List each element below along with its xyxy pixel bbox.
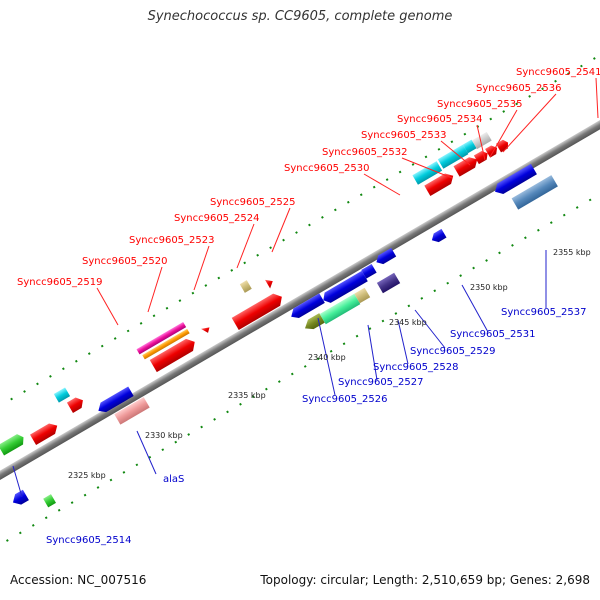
gene-label-leader [363, 173, 401, 196]
gene-label-forward[interactable]: Syncc9605_2520 [82, 256, 168, 267]
gene-arrow-forward[interactable] [485, 143, 500, 158]
gene-label-reverse[interactable]: Syncc9605_2529 [410, 346, 496, 357]
gene-arrow-forward[interactable] [30, 420, 60, 445]
gene-label-reverse[interactable]: Syncc9605_2528 [373, 362, 459, 373]
gene-arrow-reverse[interactable] [361, 263, 377, 279]
gene-arrow-reverse[interactable] [95, 386, 134, 416]
gene-label-reverse[interactable]: Syncc9605_2527 [338, 377, 424, 388]
gene-label-leader [414, 309, 446, 349]
gene-label-forward[interactable]: Syncc9605_2541 [516, 67, 600, 78]
gene-arrow-reverse[interactable] [376, 272, 401, 294]
gene-arrow-forward[interactable] [136, 321, 187, 355]
gene-label-leader [236, 223, 255, 269]
gene-label-forward[interactable]: Syncc9605_2535 [437, 99, 523, 110]
gene-arrow-forward[interactable] [239, 280, 252, 293]
gene-label-leader [317, 317, 336, 396]
gene-arrow-reverse[interactable] [511, 175, 558, 210]
kbp-tick-label: 2350 kbp [470, 283, 508, 292]
gene-label-forward[interactable]: Syncc9605_2519 [17, 277, 103, 288]
accession-text: Accession: NC_007516 [10, 573, 147, 587]
gene-label-forward[interactable]: Syncc9605_2525 [210, 197, 296, 208]
gene-arrow-forward[interactable] [53, 387, 71, 403]
gene-arrow-reverse[interactable] [320, 270, 368, 306]
map-title: Synechococcus sp. CC9605, complete genom… [147, 9, 453, 24]
kbp-tick-label: 2345 kbp [389, 318, 427, 327]
gene-label-reverse[interactable]: Syncc9605_2526 [302, 394, 388, 405]
kbp-tick-label: 2325 kbp [68, 471, 106, 480]
gene-label-forward[interactable]: Syncc9605_2536 [476, 83, 562, 94]
gene-label-reverse[interactable]: Syncc9605_2514 [46, 535, 132, 546]
gene-arrow-forward[interactable] [412, 161, 443, 185]
gene-arrow-reverse[interactable] [43, 494, 56, 508]
reverse-tick-track [0, 139, 600, 565]
gene-arrow-forward[interactable] [231, 291, 286, 330]
gene-arrow-reverse[interactable] [319, 293, 361, 325]
genome-summary-text: Topology: circular; Length: 2,510,659 bp… [260, 573, 590, 587]
gene-label-reverse[interactable]: Syncc9605_2531 [450, 329, 536, 340]
gene-arrow-reverse[interactable] [354, 287, 371, 304]
gene-label-reverse[interactable]: alaS [163, 474, 184, 485]
gene-label-leader [193, 245, 210, 291]
gene-label-forward[interactable]: Syncc9605_2533 [361, 130, 447, 141]
gene-label-leader [12, 465, 23, 498]
gene-label-leader [136, 430, 157, 475]
gene-arrow-forward[interactable] [201, 325, 211, 335]
gene-arrow-forward[interactable] [437, 144, 469, 169]
gene-label-leader [271, 207, 291, 253]
gene-label-leader [367, 324, 378, 381]
gene-label-leader [401, 157, 453, 179]
genome-backbone [0, 84, 600, 516]
gene-arrow-forward[interactable] [0, 432, 27, 456]
gene-arrow-forward[interactable] [265, 277, 275, 289]
gene-arrow-forward[interactable] [149, 336, 199, 373]
gene-arrow-forward[interactable] [462, 139, 477, 154]
gene-arrow-forward[interactable] [424, 171, 456, 197]
kbp-tick-label: 2335 kbp [228, 391, 266, 400]
kbp-tick-label: 2355 kbp [553, 248, 591, 257]
gene-arrow-reverse[interactable] [429, 228, 447, 245]
gene-label-leader [595, 77, 599, 119]
kbp-tick-label: 2340 kbp [308, 353, 346, 362]
gene-label-leader [461, 284, 489, 333]
gene-arrow-forward[interactable] [142, 328, 190, 360]
gene-label-leader [476, 124, 486, 161]
gene-label-leader [397, 319, 409, 365]
gene-label-forward[interactable]: Syncc9605_2532 [322, 147, 408, 158]
gene-arrow-forward[interactable] [453, 154, 481, 177]
gene-label-forward[interactable]: Syncc9605_2523 [129, 235, 215, 246]
gene-label-forward[interactable]: Syncc9605_2524 [174, 213, 260, 224]
gene-label-forward[interactable]: Syncc9605_2534 [397, 114, 483, 125]
gene-arrow-reverse[interactable] [374, 247, 397, 267]
gene-arrow-forward[interactable] [66, 395, 86, 413]
gene-arrow-reverse[interactable] [10, 489, 29, 508]
gene-arrow-forward[interactable] [471, 131, 492, 150]
gene-label-leader [440, 140, 471, 166]
gene-label-leader [489, 109, 518, 158]
gene-label-leader [147, 266, 163, 313]
gene-arrow-forward[interactable] [495, 138, 511, 153]
gene-label-forward[interactable]: Syncc9605_2530 [284, 163, 370, 174]
gene-arrow-reverse[interactable] [288, 293, 325, 321]
gene-label-leader [96, 287, 119, 326]
gene-label-leader [502, 93, 557, 153]
gene-arrow-reverse[interactable] [492, 163, 537, 197]
gene-arrow-reverse[interactable] [114, 397, 150, 425]
kbp-tick-label: 2330 kbp [145, 431, 183, 440]
gene-label-reverse[interactable]: Syncc9605_2537 [501, 307, 587, 318]
